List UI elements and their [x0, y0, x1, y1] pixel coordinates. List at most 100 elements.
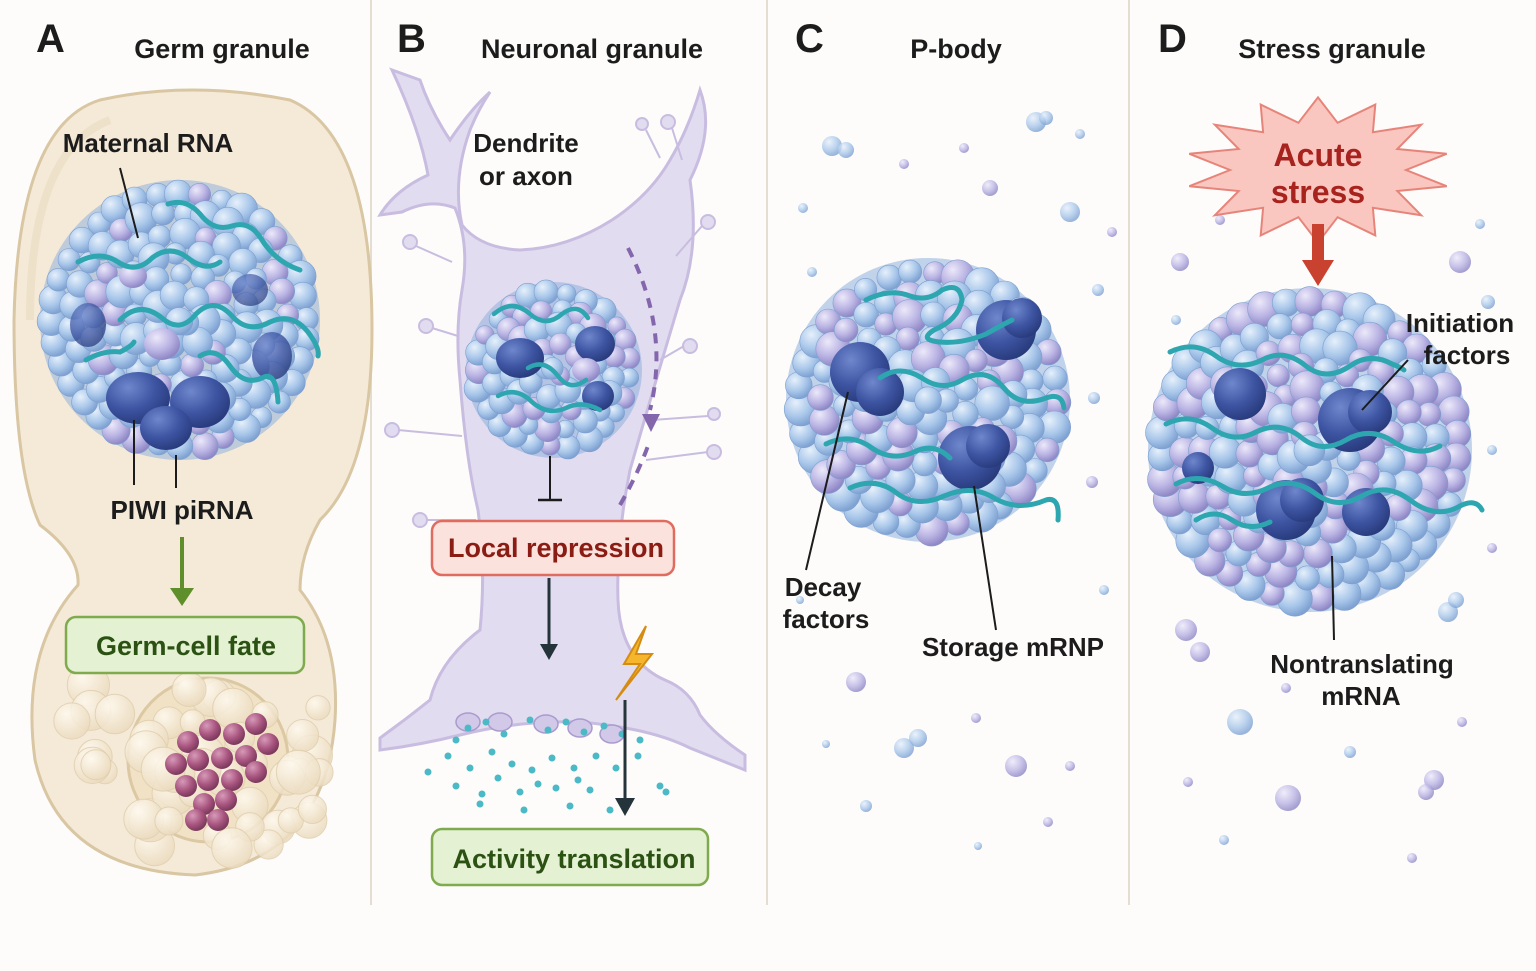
vesicle: [656, 782, 664, 790]
vesicle-pocket: [487, 712, 513, 732]
yolk-cell: [211, 827, 253, 869]
yolk-cell: [80, 749, 112, 781]
initiation-factors-label-line2: factors: [1424, 340, 1511, 370]
granule-bubble: [549, 332, 572, 356]
panel-c-title: P-body: [910, 34, 1002, 64]
transport-arrow-down: [626, 247, 659, 411]
droplet: [1219, 835, 1229, 845]
droplet: [1088, 392, 1100, 404]
droplet: [1092, 284, 1104, 296]
vesicle-pocket: [567, 718, 593, 738]
droplet: [1487, 445, 1497, 455]
acute-stress-label-line2: stress: [1271, 174, 1365, 210]
granule-bubble: [191, 432, 219, 461]
decay-factors-label-line1: Decay: [785, 572, 862, 602]
germ-cell: [175, 775, 197, 797]
germ-cell-fate-box: [64, 615, 306, 675]
droplet: [899, 159, 909, 169]
decay-factors-label-line2: factors: [783, 604, 870, 634]
leader-lines: [1331, 359, 1409, 641]
germ-cell: [235, 745, 257, 767]
leader-lines: [805, 391, 997, 631]
vesicle: [600, 722, 608, 730]
germ-cell: [197, 769, 219, 791]
droplet: [1448, 592, 1464, 608]
granule-bubble: [1207, 527, 1233, 553]
nontranslating-mrna-strands: [1163, 344, 1485, 529]
vesicle-pocket: [533, 714, 559, 734]
stress-arrowhead: [1302, 260, 1334, 286]
yolk-cell: [154, 806, 184, 836]
vesicle: [466, 764, 474, 772]
stress-granule-contents: [1163, 344, 1485, 540]
germ-cell: [245, 713, 267, 735]
yolk-cell: [171, 672, 207, 707]
droplet: [1475, 219, 1485, 229]
germ-cell: [199, 719, 221, 741]
vesicle: [570, 764, 578, 772]
germ-cell: [215, 789, 237, 811]
germ-cell-fate-text: Germ-cell fate: [96, 631, 276, 661]
pirna-protein: [140, 406, 192, 450]
droplet: [982, 180, 998, 196]
droplet: [1275, 785, 1301, 811]
yolk-cell: [53, 702, 91, 740]
germ-cell: [177, 731, 199, 753]
vesicle: [592, 752, 600, 760]
panel-b: B Neuronal granule Dendrite or axon Loca…: [377, 17, 747, 887]
vesicle: [562, 718, 570, 726]
droplet: [860, 800, 872, 812]
granule-bubble: [807, 384, 834, 411]
piwi-pirna-label: PIWI piRNA: [111, 495, 254, 525]
droplet: [1075, 129, 1085, 139]
granule-bubble: [1322, 330, 1358, 366]
yolk-cell: [305, 695, 331, 721]
local-repression-text: Local repression: [448, 533, 664, 563]
droplet: [1190, 642, 1210, 662]
fate-arrowhead: [170, 588, 194, 606]
vesicle: [662, 788, 670, 796]
droplet: [1407, 853, 1417, 863]
droplet: [1039, 111, 1053, 125]
vesicle: [424, 768, 432, 776]
free-droplets: [796, 111, 1117, 850]
droplet: [1457, 717, 1467, 727]
vesicle: [494, 774, 502, 782]
germ-cell: [223, 723, 245, 745]
mrna-strands: [823, 285, 1067, 523]
germ-cell: [221, 769, 243, 791]
granule-bubble: [832, 288, 862, 318]
vesicle: [534, 780, 542, 788]
vesicle: [508, 760, 516, 768]
droplet: [894, 738, 914, 758]
droplet: [798, 203, 808, 213]
germ-granule-contents: [70, 199, 321, 450]
droplet: [838, 142, 854, 158]
droplet: [1171, 253, 1189, 271]
stress-arrow: [1312, 224, 1324, 264]
vesicle: [544, 726, 552, 734]
dendrite-label-line1: Dendrite: [473, 128, 578, 158]
neuronal-granule-contents: [491, 303, 615, 414]
vesicle: [478, 790, 486, 798]
vesicle: [452, 782, 460, 790]
panel-a: A Germ granule Maternal RNA PIWI piRNA G…: [12, 17, 374, 877]
vesicle: [566, 802, 574, 810]
droplet: [959, 143, 969, 153]
activity-translation-box: [430, 827, 710, 887]
vesicle: [452, 736, 460, 744]
vesicle: [476, 800, 484, 808]
droplet: [1171, 315, 1181, 325]
synaptic-vesicles: [424, 712, 670, 814]
panel-b-letter: B: [397, 17, 426, 61]
granule-bubble: [1293, 434, 1326, 467]
droplet: [974, 842, 982, 850]
droplet: [1481, 295, 1495, 309]
vesicle: [516, 788, 524, 796]
transport-arrowhead: [642, 414, 660, 432]
maternal-rna-label: Maternal RNA: [63, 128, 234, 158]
germ-cell: [211, 747, 233, 769]
yolk-cell: [94, 693, 136, 735]
vesicle: [464, 724, 472, 732]
